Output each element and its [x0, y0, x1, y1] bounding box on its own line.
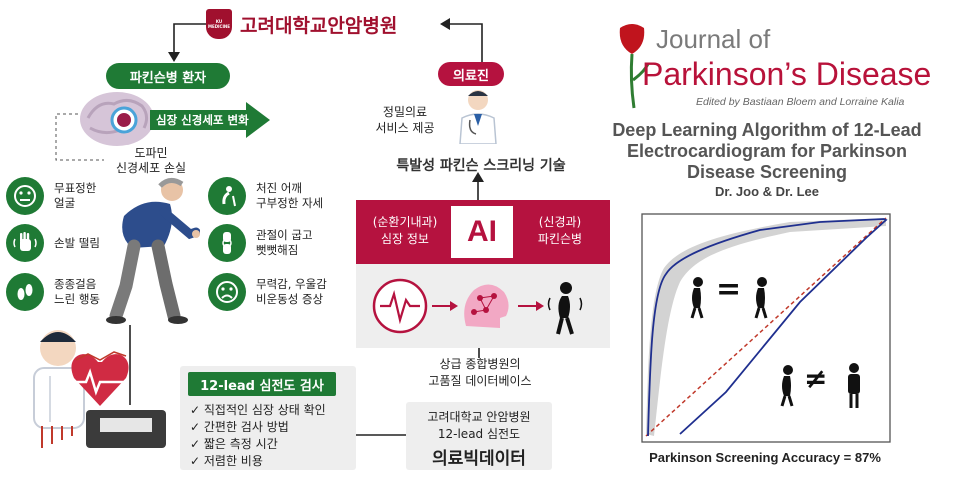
- ai-badge: AI: [451, 206, 513, 258]
- heart-info-label: (순환기내과) 심장 정보: [372, 215, 438, 246]
- precision-service-text: 정밀의료 서비스 제공: [375, 105, 435, 135]
- ecg-item: ✓ 직접적인 심장 상태 확인: [190, 403, 326, 417]
- roc-curve: [647, 218, 888, 437]
- hospital-name: 고려대학교안암병원: [240, 14, 398, 37]
- hospital-arrows: [168, 18, 483, 62]
- big-data-box: 고려대학교 안암병원 12-lead 심전도 의료빅데이터: [406, 402, 552, 470]
- expressionless-face-icon: [6, 177, 44, 215]
- trembling-hand-icon: [6, 224, 44, 262]
- parkinson-patient-figure: [104, 176, 201, 326]
- symptom-item: 무표정한 얼굴: [6, 177, 96, 215]
- hospital-header: KU MEDICINE 고려대학교안암병원: [206, 8, 436, 40]
- equal-sign: =: [716, 272, 742, 307]
- brain-dashed-connector: [55, 113, 104, 161]
- tulip-icon: [619, 24, 650, 109]
- heart-nerve-change-arrow: 심장 신경세포 변화: [150, 102, 270, 138]
- stiff-joint-icon: [208, 224, 246, 262]
- hospital-logo: KU MEDICINE: [206, 9, 232, 39]
- different-persons-icon: [780, 363, 860, 408]
- screening-technology-title: 특발성 파킨슨 스크리닝 기술: [396, 158, 566, 174]
- paper-title: Deep Learning Algorithm of 12-Lead Elect…: [592, 120, 942, 199]
- similar-persons-icon: [690, 277, 768, 319]
- ecg-item: ✓ 짧은 측정 시간: [190, 437, 278, 451]
- symptom-item: 손발 떨림: [6, 224, 100, 262]
- patient-label: 파킨슨병 환자: [106, 63, 230, 89]
- database-caption: 상급 종합병원의 고품질 데이터베이스: [428, 357, 532, 388]
- ecg-test-panel: 12-lead 심전도 검사 ✓ 직접적인 심장 상태 확인 ✓ 간편한 검사 …: [180, 366, 356, 470]
- footprints-icon: [6, 273, 44, 311]
- ecg-title: 12-lead 심전도 검사: [188, 372, 336, 396]
- symptom-item: 관절이 굽고 뻣뻣해짐: [208, 224, 313, 262]
- sad-face-icon: [208, 273, 246, 311]
- stooped-posture-icon: [208, 177, 246, 215]
- ecg-item: ✓ 간편한 검사 방법: [190, 420, 289, 434]
- journal-logo: Journal of Parkinson’s Disease Edited by…: [612, 20, 932, 112]
- ecg-to-database-line: [356, 434, 406, 436]
- paper-authors: Dr. Joo & Dr. Lee: [714, 184, 820, 199]
- symptom-item: 무력감, 우울감 비운동성 증상: [208, 273, 327, 311]
- parkinson-info-label: (신경과) 파킨슨병: [537, 215, 583, 246]
- brain-icon: [78, 90, 156, 148]
- symptom-item: 종종걸음 느린 행동: [6, 273, 100, 311]
- medical-team-label: 의료진: [438, 62, 504, 86]
- ai-banner: (순환기내과) 심장 정보 AI (신경과) 파킨슨병: [356, 200, 610, 264]
- ai-to-technology-arrow: [472, 172, 484, 200]
- ecg-device-illustration: [28, 326, 188, 476]
- database-to-ai-line: [478, 348, 480, 358]
- brain-caption: 도파민 신경세포 손실: [115, 146, 187, 175]
- not-equal-sign: ≠: [804, 362, 828, 395]
- ecg-item: ✓ 저렴한 비용: [190, 454, 263, 468]
- doctor-icon: [456, 88, 500, 145]
- patient-to-ecg-line: [129, 325, 131, 405]
- screening-accuracy: Parkinson Screening Accuracy = 87%: [649, 450, 881, 465]
- ai-process-strip: [356, 264, 610, 348]
- symptom-item: 처진 어깨 구부정한 자세: [208, 177, 323, 215]
- roc-chart: = ≠: [640, 212, 894, 444]
